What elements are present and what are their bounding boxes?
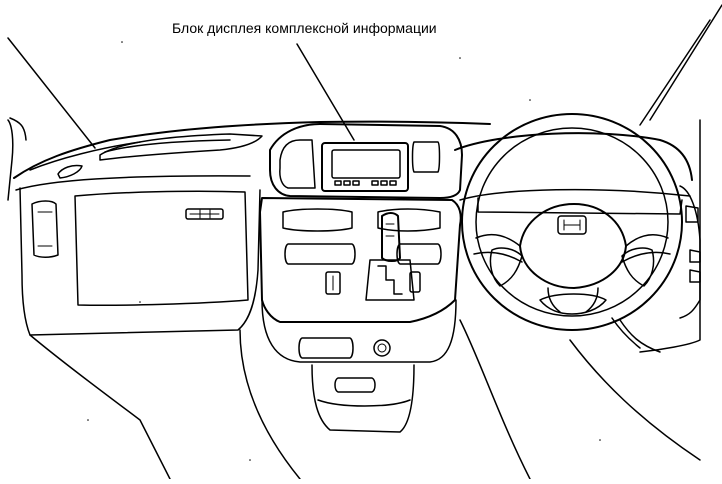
- center-console: [269, 123, 463, 199]
- dashboard-top: [13, 120, 491, 191]
- gear-shift: [365, 212, 415, 301]
- lower-console: [261, 299, 457, 433]
- callout-label: Блок дисплея комплексной информации: [172, 20, 437, 36]
- windshield-frame: [7, 4, 722, 149]
- steering-column: [611, 317, 641, 349]
- information-display-unit: [321, 142, 409, 192]
- steering-wheel: [461, 113, 683, 331]
- left-door-edge: [7, 117, 27, 201]
- glovebox: [19, 187, 261, 336]
- noise-marks: [87, 41, 601, 461]
- right-side-panel: [619, 119, 701, 353]
- floor-lines: [29, 319, 701, 480]
- callout-leader: [296, 43, 355, 141]
- climate-panel: [259, 197, 462, 323]
